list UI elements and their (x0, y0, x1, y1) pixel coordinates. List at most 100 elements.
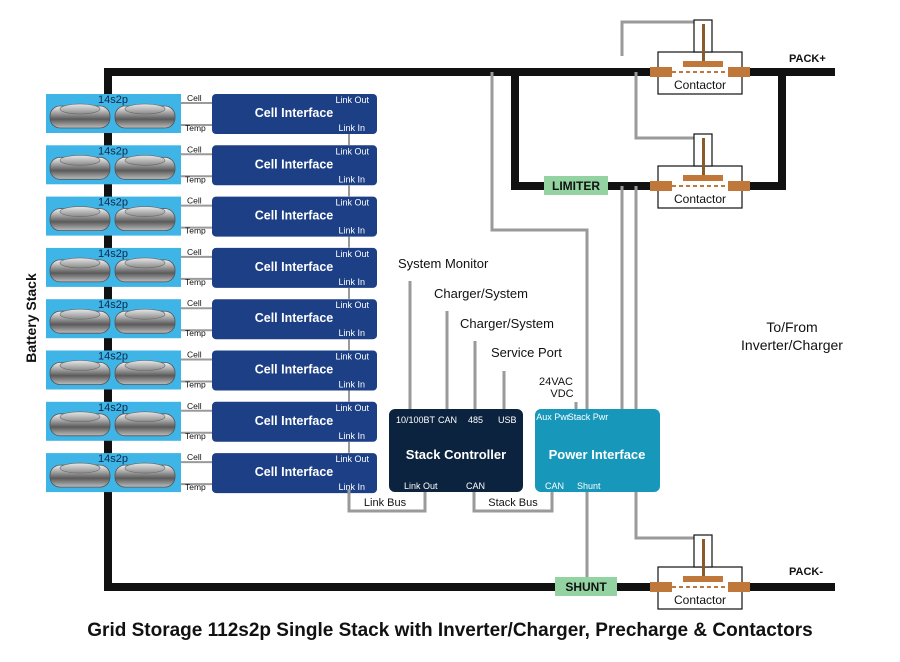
link-out-label: Link Out (335, 95, 369, 105)
battery-pack-label: 14s2p (98, 94, 128, 106)
link-out-label: Link Out (335, 454, 369, 464)
cell-icon (49, 411, 111, 437)
battery-pack-label: 14s2p (98, 145, 128, 157)
cell-interface-box (212, 196, 377, 237)
link-bus-label: Link Bus (364, 497, 407, 509)
link-in-label: Link In (338, 380, 365, 390)
cell-interface-label: Cell Interface (255, 465, 334, 479)
cell-interface-label: Cell Interface (255, 311, 334, 325)
cell-icon (49, 206, 111, 232)
cell-interface-box (212, 299, 377, 340)
charger-system-label-2: Charger/System (460, 316, 554, 331)
cell-icon (114, 411, 176, 437)
pack-minus-label: PACK- (789, 566, 823, 578)
cell-interface-label: Cell Interface (255, 363, 334, 377)
to-from-label: To/From (766, 319, 817, 335)
system-monitor-label: System Monitor (398, 256, 489, 271)
cell-icon (49, 103, 111, 129)
cell-icon (49, 155, 111, 180)
link-out-label: Link Out (335, 198, 369, 208)
link-in-label: Link In (338, 174, 365, 184)
stack-controller-port-can: CAN (438, 415, 457, 425)
cell-wire-label: Cell (187, 196, 202, 206)
cell-wire-label: Cell (187, 350, 202, 360)
link-out-label: Link Out (335, 300, 369, 310)
cell-interface-box (212, 453, 377, 494)
cell-icon (114, 103, 176, 129)
cell-interface-box (212, 350, 377, 391)
battery-pack-label: 14s2p (98, 351, 128, 363)
cell-wire-label: Cell (187, 298, 202, 308)
link-in-label: Link In (338, 123, 365, 133)
cell-wire-label: Cell (187, 247, 202, 257)
battery-pack-label: 14s2p (98, 299, 128, 311)
cell-icon (49, 360, 111, 385)
power-interface-port-shunt: Shunt (577, 481, 601, 491)
stack-controller-port-ethernet: 10/100BT (396, 415, 436, 425)
temp-wire-label: Temp (185, 226, 206, 236)
shunt: SHUNT (555, 577, 617, 596)
link-out-label: Link Out (335, 249, 369, 259)
stack-controller-port-usb: USB (498, 415, 517, 425)
temp-wire-label: Temp (185, 174, 206, 184)
cell-interface-box (212, 401, 377, 442)
cell-icon (49, 308, 111, 334)
vdc-label: VDC (550, 388, 573, 400)
stack-controller-port-485: 485 (468, 415, 483, 425)
contactor: Contactor (650, 19, 750, 95)
stack-bus-label: Stack Bus (488, 497, 538, 509)
inverter-charger-label: Inverter/Charger (741, 337, 843, 353)
contactor: Contactor (650, 133, 750, 209)
limiter-label: LIMITER (552, 179, 600, 193)
cell-wire-label: Cell (187, 401, 202, 411)
limiter: LIMITER (544, 176, 608, 195)
cell-interface-label: Cell Interface (255, 209, 334, 223)
temp-wire-label: Temp (185, 123, 206, 133)
temp-wire-label: Temp (185, 380, 206, 390)
cell-interface-box (212, 247, 377, 288)
link-in-label: Link In (338, 226, 365, 236)
power-interface-port-can: CAN (545, 481, 564, 491)
battery-pack-label: 14s2p (98, 197, 128, 209)
link-out-label: Link Out (335, 352, 369, 362)
contactor-label: Contactor (674, 593, 726, 607)
contactor: Contactor (650, 534, 750, 610)
cell-icon (114, 308, 176, 334)
aux-pwr-label: Aux Pwr (536, 412, 570, 422)
cell-interface-label: Cell Interface (255, 414, 334, 428)
service-port-label: Service Port (491, 345, 562, 360)
link-in-label: Link In (338, 431, 365, 441)
cell-interface-label: Cell Interface (255, 106, 334, 120)
shunt-label: SHUNT (565, 580, 607, 594)
temp-wire-label: Temp (185, 431, 206, 441)
cell-interface-box (212, 145, 377, 186)
link-in-label: Link In (338, 328, 365, 338)
cell-wire-label: Cell (187, 93, 202, 103)
power-interface-title: Power Interface (549, 447, 646, 462)
link-out-label: Link Out (335, 146, 369, 156)
temp-wire-label: Temp (185, 482, 206, 492)
cell-icon (114, 462, 176, 488)
signal-wires (347, 20, 708, 587)
battery-pack-label: 14s2p (98, 453, 128, 465)
stack-controller-title: Stack Controller (406, 447, 506, 462)
cell-icon (114, 206, 176, 232)
stack-controller-port-link-out: Link Out (404, 481, 438, 491)
power-interface: Aux Pwr Stack Pwr Power Interface CAN Sh… (535, 409, 660, 492)
cell-icon (49, 462, 111, 488)
cell-icon (114, 155, 176, 180)
battery-pack-label: 14s2p (98, 402, 128, 414)
diagram-title: Grid Storage 112s2p Single Stack with In… (87, 620, 812, 641)
battery-stack-label: Battery Stack (23, 273, 39, 363)
link-out-label: Link Out (335, 403, 369, 413)
cell-icon (114, 257, 176, 283)
cell-interface-label: Cell Interface (255, 157, 334, 171)
vac-label: 24VAC (539, 376, 573, 388)
